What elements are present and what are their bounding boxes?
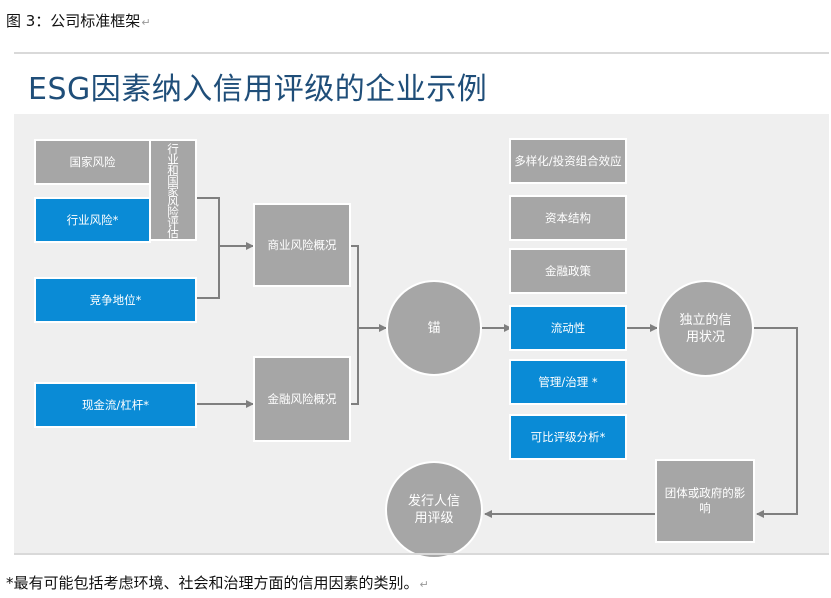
modifier-management-governance-box: 管理/治理 * [509, 359, 627, 405]
standalone-credit-profile-label: 独立的信用状况 [679, 312, 732, 345]
country-risk-label: 国家风险 [69, 154, 116, 169]
modifier-liquidity-box: 流动性 [509, 305, 627, 351]
anchor-circle: 锚 [386, 280, 482, 376]
group-government-influence-label: 团体或政府的影响 [664, 486, 746, 515]
top-divider [14, 52, 829, 54]
connector-standalone-to-group [754, 327, 798, 518]
industry-country-risk-assessment-box: 行业和国家风险评估 [149, 139, 197, 241]
business-risk-profile-label: 商业风险概况 [267, 237, 337, 252]
modifier-liquidity-label: 流动性 [550, 320, 586, 335]
competitive-position-box: 竞争地位* [34, 277, 197, 323]
bottom-divider [14, 553, 829, 555]
issuer-credit-rating-label: 发行人信用评级 [407, 494, 460, 526]
cash-flow-leverage-box: 现金流/杠杆* [34, 382, 197, 428]
industry-risk-label: 行业风险* [66, 212, 119, 227]
financial-risk-profile-label: 金融风险概况 [267, 391, 337, 406]
business-risk-profile-box: 商业风险概况 [253, 203, 351, 287]
footnote-text: *最有可能包括考虑环境、社会和治理方面的信用因素的类别。 [6, 574, 419, 592]
modifier-diversification-label: 多样化/投资组合效应 [514, 153, 622, 168]
cash-flow-leverage-label: 现金流/杠杆* [81, 397, 150, 412]
country-risk-box: 国家风险 [34, 139, 151, 185]
connector-industry-bracket [197, 197, 220, 299]
paragraph-mark-footnote: ↵ [419, 578, 429, 591]
group-government-influence-box: 团体或政府的影响 [655, 459, 755, 543]
modifier-financial-policy-label: 金融政策 [545, 263, 591, 278]
figure-caption: 图 3：公司标准框架↵ [6, 12, 151, 30]
connector-profiles-bracket [351, 245, 359, 405]
modifier-capital-structure-box: 资本结构 [509, 195, 627, 241]
financial-risk-profile-box: 金融风险概况 [253, 356, 351, 442]
slide-title: ESG因素纳入信用评级的企业示例 [28, 72, 488, 107]
anchor-label: 锚 [427, 320, 441, 336]
modifier-comparable-rating-box: 可比评级分析* [509, 414, 627, 460]
modifier-capital-structure-label: 资本结构 [545, 210, 591, 225]
modifier-financial-policy-box: 金融政策 [509, 248, 627, 294]
modifier-comparable-rating-label: 可比评级分析* [530, 429, 606, 444]
competitive-position-label: 竞争地位* [89, 292, 142, 307]
industry-risk-box: 行业风险* [34, 197, 151, 243]
standalone-credit-profile-circle: 独立的信用状况 [657, 280, 754, 377]
paragraph-mark: ↵ [141, 16, 151, 29]
modifier-management-governance-label: 管理/治理 * [538, 374, 598, 389]
footnote: *最有可能包括考虑环境、社会和治理方面的信用因素的类别。↵ [6, 572, 429, 593]
industry-country-risk-assessment-label: 行业和国家风险评估 [166, 142, 180, 238]
modifier-diversification-box: 多样化/投资组合效应 [509, 138, 627, 184]
issuer-credit-rating-circle: 发行人信用评级 [385, 461, 483, 559]
